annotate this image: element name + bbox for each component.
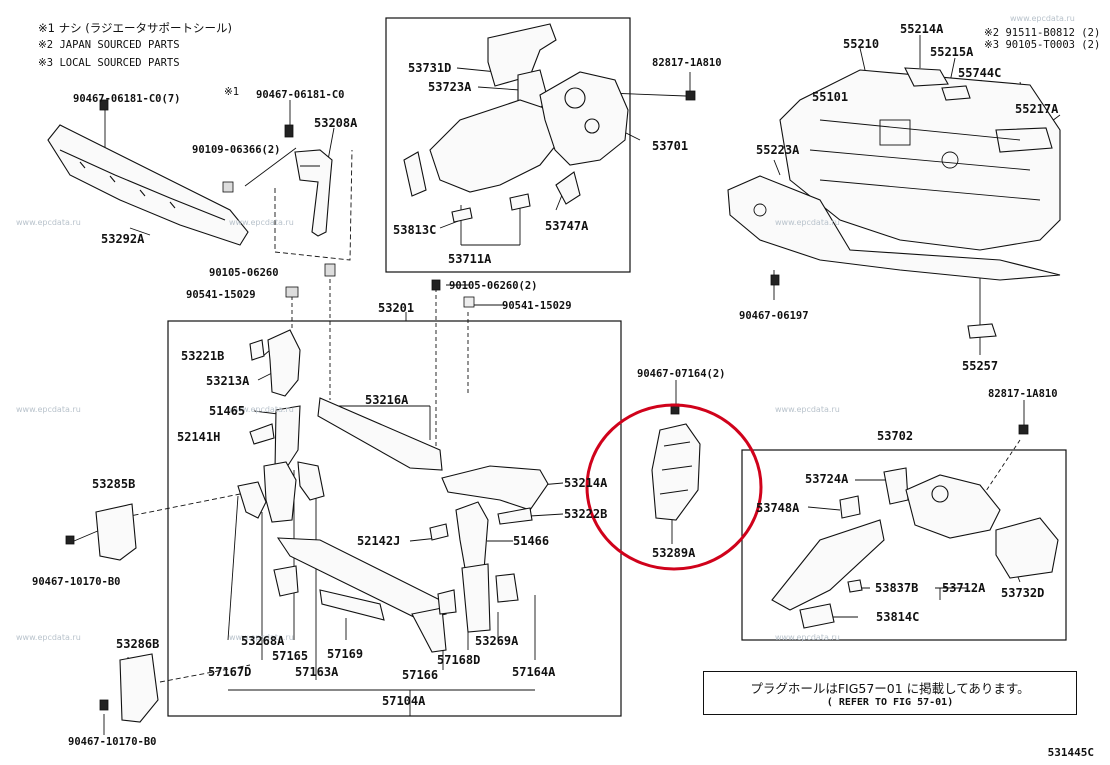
part-label[interactable]: 90467-06181-C0(7) xyxy=(73,93,181,105)
watermark: www.epcdata.ru xyxy=(229,405,294,414)
watermark: www.epcdata.ru xyxy=(775,633,840,642)
part-label[interactable]: 53837B xyxy=(875,581,919,595)
part-label[interactable]: 90467-06181-C0 xyxy=(256,89,345,101)
part-label[interactable]: 53814C xyxy=(876,610,920,624)
part-label[interactable]: 57166 xyxy=(402,668,439,682)
part-label[interactable]: 53269A xyxy=(475,634,519,648)
cowl-top-panel xyxy=(47,124,249,246)
part-label[interactable]: 53747A xyxy=(545,219,589,233)
note-2: ※2 JAPAN SOURCED PARTS xyxy=(38,39,180,51)
right-apron-assembly xyxy=(771,467,1059,629)
part-label[interactable]: 53701 xyxy=(652,139,689,153)
watermark: www.epcdata.ru xyxy=(1010,14,1075,23)
part-label[interactable]: 53702 xyxy=(877,429,914,443)
part-label[interactable]: 53286B xyxy=(116,637,160,651)
part-label[interactable]: 55217A xyxy=(1015,102,1059,116)
part-label[interactable]: 53216A xyxy=(365,393,409,407)
part-label[interactable]: 53292A xyxy=(101,232,145,246)
note-3: ※3 LOCAL SOURCED PARTS xyxy=(38,57,180,69)
note-star-1: ※1 xyxy=(224,86,240,98)
part-label[interactable]: 57163A xyxy=(295,665,339,679)
part-label[interactable]: 53724A xyxy=(805,472,849,486)
part-label[interactable]: 52141H xyxy=(177,430,221,444)
part-label[interactable]: 55101 xyxy=(812,90,849,104)
part-label[interactable]: 53208A xyxy=(314,116,358,130)
watermark: www.epcdata.ru xyxy=(229,633,294,642)
side-covers xyxy=(95,503,159,723)
figure-code: 531445C xyxy=(1047,746,1094,759)
support-bracket xyxy=(294,149,333,237)
reference-note-english: ( REFER TO FIG 57-01) xyxy=(826,697,954,708)
part-label[interactable]: 82817-1A810 xyxy=(652,57,722,69)
part-label[interactable]: 53268A xyxy=(241,634,285,648)
reference-note-box: プラグホールはFIG57ー01 に掲載してあります。 ( REFER TO FI… xyxy=(703,671,1077,715)
part-label[interactable]: 90541-15029 xyxy=(502,300,572,312)
part-label[interactable]: 55223A xyxy=(756,143,800,157)
part-label[interactable]: 57169 xyxy=(327,647,364,661)
part-label[interactable]: 53813C xyxy=(393,223,437,237)
part-label[interactable]: 57165 xyxy=(272,649,309,663)
upper-apron-assembly xyxy=(403,23,629,223)
part-label[interactable]: 90467-07164(2) xyxy=(637,368,726,380)
part-label[interactable]: 57164A xyxy=(512,665,556,679)
note-ref-top-2: ※3 90105-T0003 (2) xyxy=(984,39,1101,51)
part-label[interactable]: 90467-10170-B0 xyxy=(68,736,157,748)
note-1: ※1 ナシ (ラジエータサポートシール) xyxy=(38,21,233,35)
part-label[interactable]: 90109-06366(2) xyxy=(192,144,281,156)
part-label[interactable]: 53712A xyxy=(942,581,986,595)
dash-panel-details xyxy=(753,119,1041,217)
watermark: www.epcdata.ru xyxy=(16,218,81,227)
watermark: www.epcdata.ru xyxy=(775,405,840,414)
note-ref-top-1: ※2 91511-B0812 (2) xyxy=(984,27,1101,39)
part-label[interactable]: 90105-06260 xyxy=(209,267,279,279)
part-label[interactable]: 53723A xyxy=(428,80,472,94)
part-label[interactable]: 90105-06260(2) xyxy=(449,280,538,292)
part-label[interactable]: 90541-15029 xyxy=(186,289,256,301)
reference-note-japanese: プラグホールはFIG57ー01 に掲載してあります。 xyxy=(750,681,1030,696)
dash-panel-assembly xyxy=(727,67,1061,339)
part-label[interactable]: 55215A xyxy=(930,45,974,59)
watermark: www.epcdata.ru xyxy=(229,218,294,227)
part-label[interactable]: 53285B xyxy=(92,477,136,491)
upper-apron-group-box xyxy=(385,17,631,273)
highlight-circle xyxy=(585,403,763,571)
part-label[interactable]: 57104A xyxy=(382,694,426,708)
part-label[interactable]: 53213A xyxy=(206,374,250,388)
part-label[interactable]: 51465 xyxy=(209,404,246,418)
part-label[interactable]: 55744C xyxy=(958,66,1002,80)
part-label[interactable]: 53731D xyxy=(408,61,452,75)
part-label[interactable]: 57167D xyxy=(208,665,252,679)
part-label[interactable]: 82817-1A810 xyxy=(988,388,1058,400)
watermark: www.epcdata.ru xyxy=(16,633,81,642)
part-label[interactable]: 53201 xyxy=(378,301,415,315)
part-label[interactable]: 55214A xyxy=(900,22,944,36)
part-label[interactable]: 53732D xyxy=(1001,586,1045,600)
radiator-support-group-box xyxy=(167,320,622,717)
part-label[interactable]: 55210 xyxy=(843,37,880,51)
part-label[interactable]: 90467-06197 xyxy=(739,310,809,322)
part-label[interactable]: 53214A xyxy=(564,476,608,490)
part-label[interactable]: 53711A xyxy=(448,252,492,266)
part-label-highlighted[interactable]: 53289A xyxy=(652,546,696,560)
part-label[interactable]: 90467-10170-B0 xyxy=(32,576,121,588)
right-apron-group-box xyxy=(741,449,1067,641)
highlighted-part-53289A xyxy=(651,423,701,521)
part-label[interactable]: 57168D xyxy=(437,653,481,667)
part-label[interactable]: 53222B xyxy=(564,507,608,521)
part-label[interactable]: 53221B xyxy=(181,349,225,363)
part-label[interactable]: 55257 xyxy=(962,359,999,373)
watermark: www.epcdata.ru xyxy=(16,405,81,414)
part-label[interactable]: 53748A xyxy=(756,501,800,515)
watermark: www.epcdata.ru xyxy=(775,218,840,227)
part-label[interactable]: 52142J xyxy=(357,534,401,548)
radiator-support-assembly xyxy=(237,329,549,653)
part-label[interactable]: 51466 xyxy=(513,534,550,548)
